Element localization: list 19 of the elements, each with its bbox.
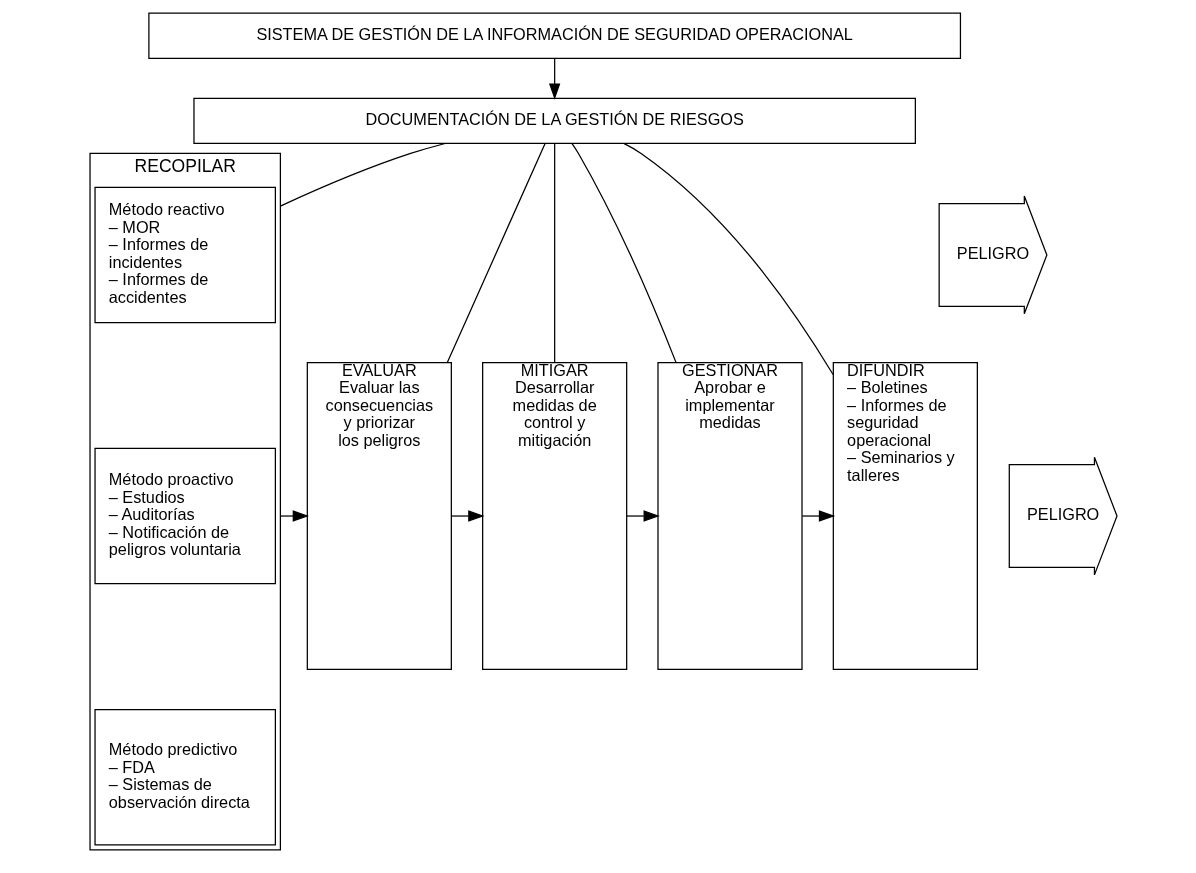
arrow	[279, 510, 309, 522]
node-box: Método proactivo – Estudios – Auditorías – Notificación de peligros voluntaria	[93, 447, 276, 585]
connector	[553, 143, 555, 364]
connector	[570, 142, 677, 364]
node-box: Método predictivo – FDA – Sistemas de observación directa	[93, 708, 276, 846]
arrow	[625, 510, 660, 522]
connector	[446, 143, 546, 364]
arrow	[450, 510, 484, 522]
node-box: DOCUMENTACIÓN DE LA GESTIÓN DE RIESGOS	[192, 97, 916, 145]
node-box: EVALUAR Evaluar las consecuencias y priorizar los peligros	[306, 362, 452, 671]
node-box: SISTEMA DE GESTIÓN DE LA INFORMACIÓN DE SEGURIDAD OPERACIONAL	[147, 12, 961, 59]
node-box: GESTIONAR Aprobar e implementar medidas	[656, 362, 803, 671]
connector	[623, 143, 834, 376]
node-box: MITIGAR Desarrollar medidas de control y mitigación	[481, 362, 627, 671]
arrow	[801, 510, 835, 522]
connector	[279, 142, 446, 207]
node-box: Método reactivo – MOR – Informes de incidentes – Informes de accidentes	[93, 186, 276, 324]
arrow	[548, 58, 560, 100]
node-box: DIFUNDIR – Boletines – Informes de seguridad operacional – Seminarios y talleres	[832, 362, 978, 671]
